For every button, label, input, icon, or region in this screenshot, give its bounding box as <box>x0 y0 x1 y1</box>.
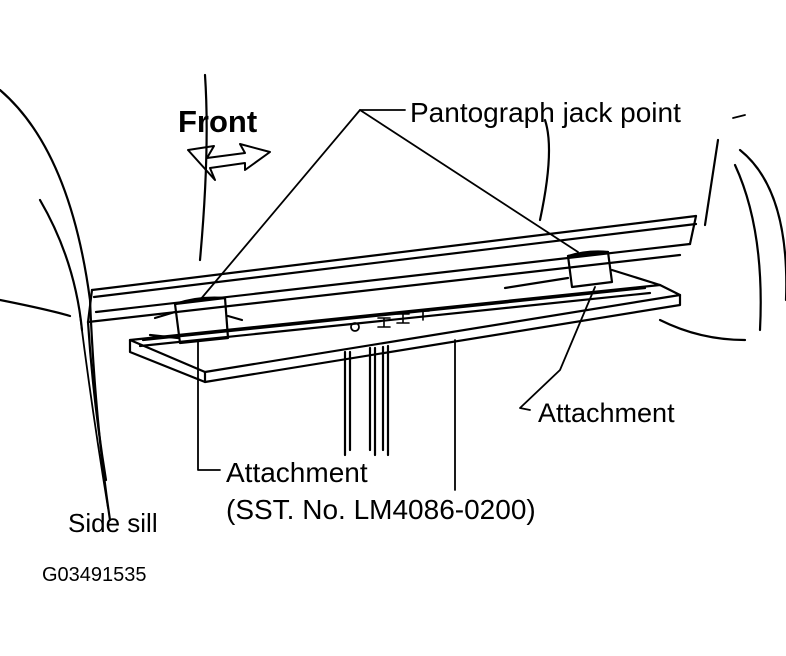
side-sill <box>86 214 698 482</box>
rear-tire <box>658 148 786 342</box>
side-sill-label: Side sill <box>68 508 158 538</box>
sst-number-label: (SST. No. LM4086-0200) <box>226 494 536 525</box>
jack-attachment-plate <box>128 283 682 384</box>
attachment-right-label: Attachment <box>538 398 675 428</box>
pantograph-jack-point-label: Pantograph jack point <box>410 97 681 128</box>
jack-pillar <box>343 344 390 457</box>
attachment-center-label: Attachment <box>226 457 368 488</box>
leader-lines <box>79 109 746 509</box>
attachment-block-right <box>503 250 662 290</box>
figure-code-label: G03491535 <box>42 564 147 586</box>
front-label: Front <box>178 104 258 139</box>
body-panel-lines <box>198 73 720 262</box>
attachment-block-left <box>148 296 244 345</box>
front-arrow-icon <box>187 143 271 181</box>
front-tire <box>0 88 112 522</box>
